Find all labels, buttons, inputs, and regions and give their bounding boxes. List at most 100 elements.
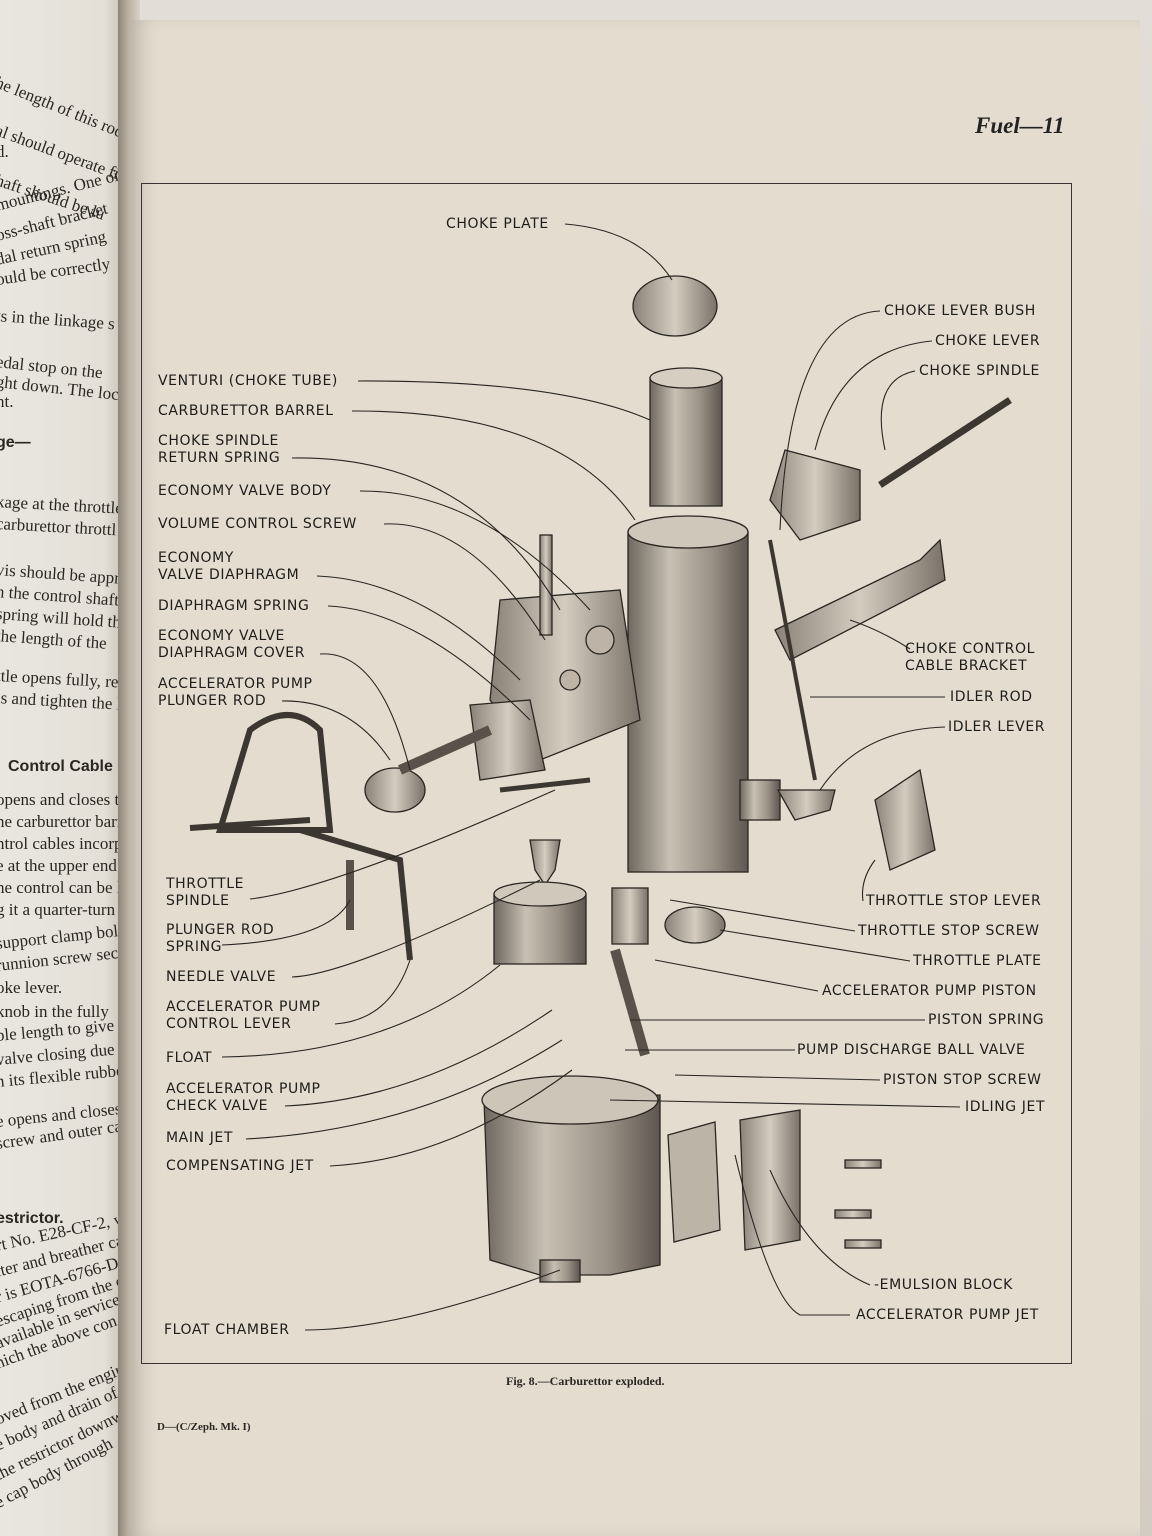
label-spring: SPRING	[166, 939, 223, 955]
label-economy-valve: ECONOMY VALVE	[158, 628, 285, 644]
left-text-line: d.	[0, 142, 9, 161]
left-text-line: e at the upper end	[0, 856, 117, 875]
label-economy-valve-body: ECONOMY VALVE BODY	[158, 483, 332, 499]
leader-line	[291, 879, 541, 978]
leader-line	[669, 899, 856, 932]
leader-line	[819, 726, 946, 791]
leader-line	[861, 859, 876, 902]
leader-line	[249, 789, 556, 900]
leader-line	[719, 929, 911, 962]
left-heading: ge—	[0, 434, 31, 451]
leader-line	[304, 1269, 561, 1331]
label-throttle: THROTTLE	[166, 876, 245, 892]
leader-line	[245, 1039, 563, 1140]
leader-line	[281, 700, 391, 761]
figure-caption: Fig. 8.—Carburettor exploded.	[506, 1374, 665, 1388]
left-heading: estrictor.	[0, 1210, 64, 1227]
label-carburettor-barrel: CARBURETTOR BARREL	[158, 403, 334, 419]
label-valve-diaphragm: VALVE DIAPHRAGM	[158, 567, 300, 583]
left-text-line: he control can be lo	[0, 878, 130, 897]
label-main-jet: MAIN JET	[166, 1130, 234, 1146]
leader-line	[357, 380, 651, 421]
left-text-line: ntrol cables incorp	[0, 834, 123, 853]
left-text-line: ht.	[0, 392, 14, 411]
label-piston-spring: PISTON SPRING	[928, 1012, 1045, 1028]
leader-line	[351, 410, 636, 521]
label-choke-control: CHOKE CONTROL	[905, 641, 1035, 657]
leader-line	[779, 310, 881, 531]
label-plunger-rod: PLUNGER ROD	[158, 693, 267, 709]
label-spindle: SPINDLE	[166, 893, 230, 909]
label-accelerator-pump-piston: ACCELERATOR PUMP PISTON	[822, 983, 1037, 999]
label-pump-discharge-ball-valve: PUMP DISCHARGE BALL VALVE	[797, 1042, 1026, 1058]
label-throttle-stop-screw: THROTTLE STOP SCREW	[858, 923, 1040, 939]
left-text-line: oke lever.	[0, 978, 63, 997]
leader-line	[359, 490, 591, 611]
leader-line	[654, 959, 819, 992]
page-footer: D—(C/Zeph. Mk. I)	[157, 1421, 251, 1433]
left-text-line: ne carburettor barrel	[0, 812, 130, 831]
label-throttle-stop-lever: THROTTLE STOP LEVER	[866, 893, 1042, 909]
label-emulsion-block: -EMULSION BLOCK	[874, 1277, 1013, 1293]
label-accelerator-pump-jet: ACCELERATOR PUMP JET	[856, 1307, 1039, 1323]
label-diaphragm-cover: DIAPHRAGM COVER	[158, 645, 306, 661]
label-accelerator-pump-2: ACCELERATOR PUMP	[166, 999, 321, 1015]
leader-line	[880, 370, 916, 451]
leader-line	[284, 1009, 553, 1107]
leader-line	[564, 223, 673, 281]
leader-line	[221, 899, 351, 946]
label-idling-jet: IDLING JET	[965, 1099, 1046, 1115]
leader-line	[383, 523, 546, 641]
label-choke-lever-bush: CHOKE LEVER BUSH	[884, 303, 1036, 319]
choke-plate-part	[632, 275, 718, 337]
float-chamber-part	[483, 1094, 661, 1276]
label-piston-stop-screw: PISTON STOP SCREW	[883, 1072, 1042, 1088]
leader-line	[319, 653, 411, 771]
label-choke-plate: CHOKE PLATE	[446, 216, 549, 232]
label-return-spring: RETURN SPRING	[158, 450, 281, 466]
left-text-line: knob in the fully	[0, 1002, 109, 1021]
figure-frame	[141, 183, 1072, 1364]
label-control-lever: CONTROL LEVER	[166, 1016, 292, 1032]
label-economy: ECONOMY	[158, 550, 234, 566]
left-text-line: opens and closes the	[0, 790, 130, 809]
label-idler-rod: IDLER ROD	[950, 689, 1033, 705]
label-needle-valve: NEEDLE VALVE	[166, 969, 277, 985]
leader-line	[329, 1069, 573, 1167]
leader-line	[221, 964, 501, 1058]
label-float: FLOAT	[166, 1050, 213, 1066]
leader-line	[734, 1154, 850, 1316]
leader-line	[849, 619, 911, 650]
leader-line	[609, 1099, 961, 1108]
label-cable-bracket: CABLE BRACKET	[905, 658, 1028, 674]
label-float-chamber: FLOAT CHAMBER	[164, 1322, 290, 1338]
emulsion-block-part	[739, 1109, 801, 1251]
label-volume-control-screw: VOLUME CONTROL SCREW	[158, 516, 357, 532]
leader-line	[814, 340, 933, 451]
label-venturi: VENTURI (CHOKE TUBE)	[158, 373, 338, 389]
venturi-part	[649, 377, 723, 507]
leader-line	[316, 575, 521, 681]
label-check-valve: CHECK VALVE	[166, 1098, 269, 1114]
label-choke-lever: CHOKE LEVER	[935, 333, 1041, 349]
label-choke-spindle: CHOKE SPINDLE	[158, 433, 279, 449]
leader-line	[674, 1074, 881, 1081]
left-text-line: g it a quarter-turn cl	[0, 900, 130, 919]
leader-line	[327, 605, 531, 721]
left-facing-page: he length of this rod al should operate …	[0, 0, 130, 1536]
leader-line	[769, 1169, 871, 1286]
label-compensating-jet: COMPENSATING JET	[166, 1158, 314, 1174]
label-plunger-rod-2: PLUNGER ROD	[166, 922, 275, 938]
page-header: Fuel—11	[975, 113, 1065, 138]
label-diaphragm-spring: DIAPHRAGM SPRING	[158, 598, 310, 614]
label-idler-lever: IDLER LEVER	[948, 719, 1046, 735]
carburettor-barrel-part	[627, 531, 749, 873]
left-heading: Control Cable	[8, 758, 113, 775]
leader-line	[291, 457, 561, 611]
label-choke-spindle-right: CHOKE SPINDLE	[919, 363, 1040, 379]
leader-line	[334, 959, 411, 1025]
label-throttle-plate: THROTTLE PLATE	[913, 953, 1042, 969]
label-accelerator-pump-1: ACCELERATOR PUMP	[158, 676, 313, 692]
label-accelerator-pump-3: ACCELERATOR PUMP	[166, 1081, 321, 1097]
